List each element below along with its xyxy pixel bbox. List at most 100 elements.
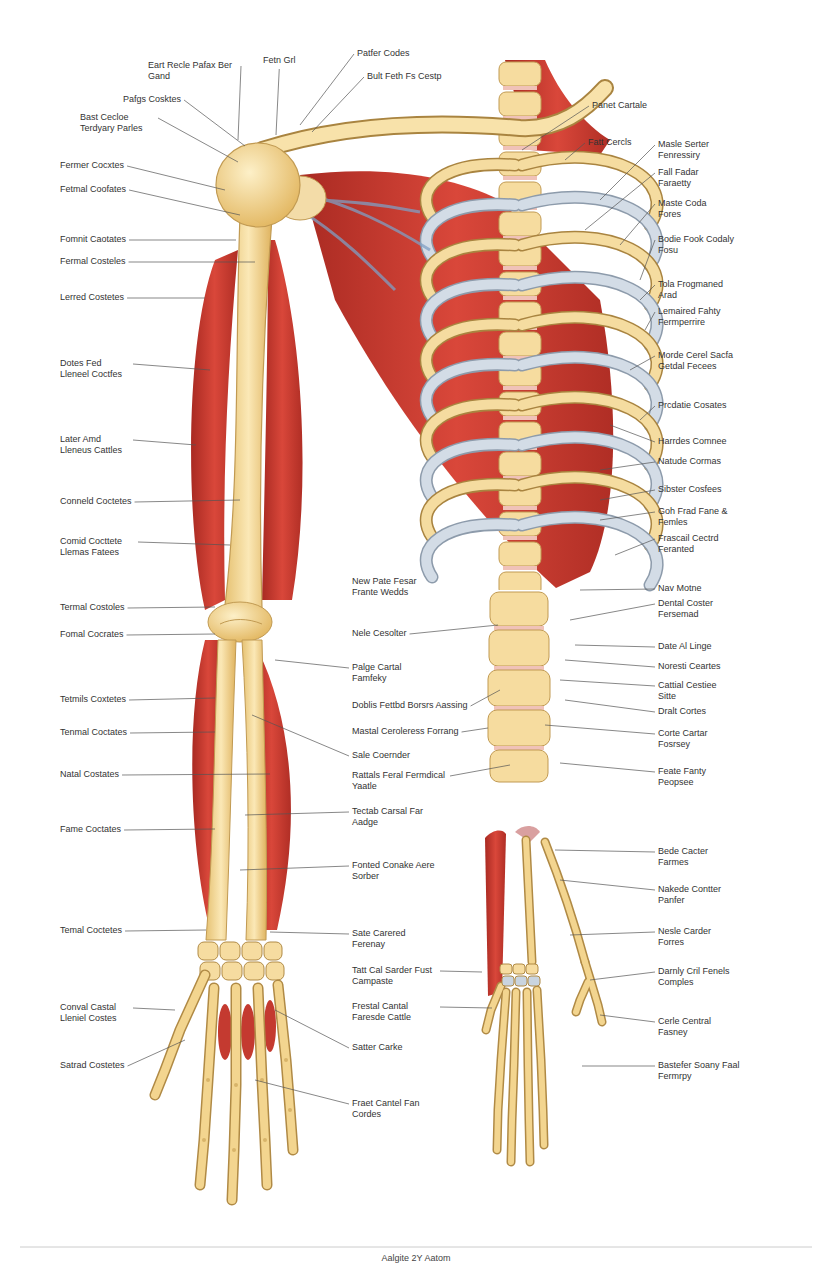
side-hand [576,982,588,1012]
part-label: Date Al Linge [658,641,712,652]
leader-line [600,462,655,470]
humerus [225,215,272,608]
vertebral-disc [494,626,544,630]
leader-line [122,774,270,775]
part-label: Tectab Carsal Far Aadge [352,806,427,828]
part-label: Darnly Cril Fenels Comples [658,966,748,988]
carpal-bones [198,942,284,980]
part-label: Conval Castal Lleniel Costes [60,1002,130,1024]
small-radius [526,840,532,962]
hand-bones-outline [155,975,293,1200]
part-label: Sale Coernder [352,750,410,761]
part-label: Lerred Costetes [60,292,124,303]
leader-line [133,1008,175,1010]
part-label: Cattial Cestiee Sitte [658,680,733,702]
part-label: Satrad Costetes [60,1060,125,1071]
part-label: Eart Recle Pafax Ber Gand [148,60,238,82]
leader-line [582,1066,655,1067]
finger [258,988,267,1185]
part-label: Conneld Coctetes [60,496,132,507]
leader-line [545,725,655,734]
small-ulna [545,842,585,962]
leader-line [129,262,255,263]
part-label: Nele Cesolter [352,628,407,639]
caption: Aalgite 2Y Aatom [0,1253,832,1264]
hand-muscle [218,1004,232,1060]
vertebral-disc [494,706,544,710]
leader-line [555,850,655,852]
carpal [502,976,514,986]
small-finger [497,992,506,1150]
leader-line [184,100,245,146]
part-label: Maste Coda Fores [658,198,728,220]
finger [278,985,293,1150]
ligament [300,210,395,290]
leader-line [590,972,655,980]
leader-line [615,539,655,555]
part-label: Prcdatie Cosates [658,400,727,411]
part-label: Later Amd Lleneus Cattles [60,434,130,456]
leader-line [127,298,205,299]
small-radius [526,840,532,962]
lumbar-spine [488,592,550,782]
part-label: Natal Costates [60,769,119,780]
part-label: Masle Serter Fenressiry [658,139,738,161]
clavicle-outline [262,88,605,150]
leader-line [133,440,196,445]
carpal [264,942,282,960]
triceps-muscle [262,240,303,600]
leader-line [522,106,589,150]
leader-line [440,971,482,972]
part-label: Doblis Fettbd Borsrs Aassing [352,700,468,711]
part-label: Sate Carered Ferenay [352,928,432,950]
part-label: Fetn Grl [263,55,296,66]
joint [232,1148,236,1152]
part-label: Fermal Costeles [60,256,126,267]
leader-line [312,77,364,132]
leader-line [565,143,585,160]
small-finger [497,992,506,1150]
part-label: Tenmal Coctates [60,727,127,738]
finger [200,988,214,1185]
leader-line [252,715,349,756]
leader-line [255,1080,349,1104]
leader-line [127,166,225,190]
humeral-head [216,143,300,227]
leader-line [600,512,655,520]
small-finger [537,990,544,1145]
small-finger [527,992,530,1162]
leader-line [575,645,655,647]
leader-line [570,932,655,935]
carpal [528,976,540,986]
vertebra [488,670,550,706]
leader-line [275,660,349,668]
part-label: Frestal Cantal Faresde Cattle [352,1001,437,1023]
elbow-line [220,620,262,625]
part-label: Nakede Contter Panfer [658,884,738,906]
part-label: Satter Carke [352,1042,403,1053]
leader-line [125,930,206,931]
part-label: Pafgs Cosktes [123,94,181,105]
joint [202,1138,206,1142]
rib-outline [426,517,657,585]
part-label: Fetmal Coofates [60,184,126,195]
leader-line [640,240,655,280]
thumb [155,975,205,1095]
small-finger [537,990,544,1145]
carpal [244,962,264,980]
leader-line [129,240,236,241]
small-arm-bones [486,840,602,1162]
part-label: Dralt Cortes [658,706,706,717]
leader-line [245,812,349,815]
part-label: Fonted Conake Aere Sorber [352,860,437,882]
part-label: Bast Cecloe Terdyary Parles [80,112,155,134]
part-label: Fatt Cercls [588,137,632,148]
part-label: Morde Cerel Sacfa Getdal Fecees [658,350,738,372]
side-hand [585,962,602,1022]
carpal [526,964,538,974]
leader-line [585,173,655,230]
part-label: Bede Cacter Farmes [658,846,738,868]
leader-line [645,312,655,330]
leader-line [128,1040,185,1066]
